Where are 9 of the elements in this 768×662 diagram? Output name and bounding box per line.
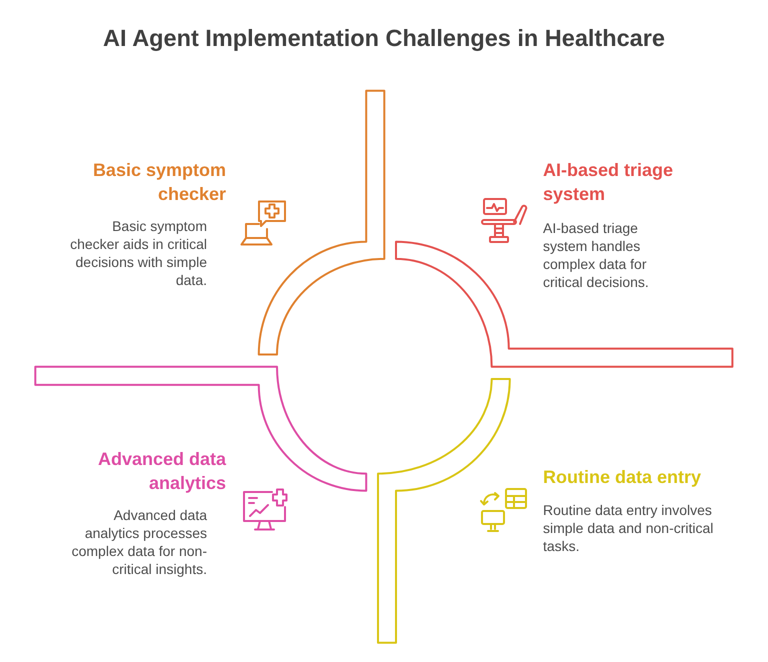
section-heading: Basic symptom checker: [92, 159, 226, 206]
description-text: Advanced data analytics processes complex data for non-critical insights.: [70, 506, 207, 578]
section-heading: AI-based triage system: [543, 159, 674, 206]
section-heading: Advanced data analytics: [96, 448, 226, 495]
description-text: AI-based triage system handles complex data for critical decisions.: [543, 219, 650, 291]
section-heading: Routine data entry: [543, 466, 702, 489]
diagram-title: AI Agent Implementation Challenges in Healthcare: [103, 24, 665, 52]
description-text: Basic symptom checker aids in critical decisions with simple data.: [69, 217, 207, 289]
description-text: Routine data entry involves simple data and non-critical tasks.: [543, 501, 714, 555]
